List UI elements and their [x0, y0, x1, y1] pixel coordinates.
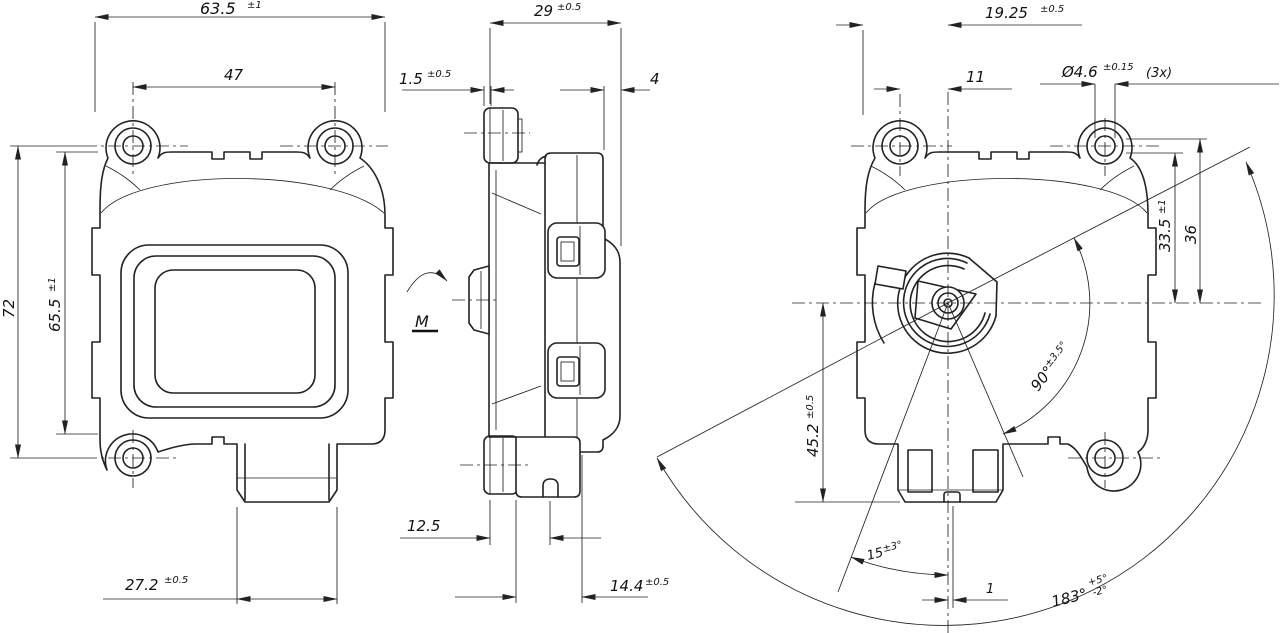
motor-label: M [415, 312, 429, 331]
rear-view: 19.25 ±0.5 11 Ø4.6 ±0.15 (3x) 33.5 ±1 [656, 4, 1279, 633]
dim-front-holes: 47 [132, 66, 336, 90]
rear-outline [856, 120, 1157, 503]
dim-rear-angle-lever-value: 15 [865, 545, 885, 564]
dim-front-width-value: 63.5 [200, 0, 236, 18]
dim-side-conn-value: 14.4 [610, 577, 643, 595]
front-recess-mid [133, 255, 336, 408]
dim-front-height-value: 72 [0, 299, 18, 318]
dim-rear-axis-bottom-value: 45.2 [804, 424, 822, 457]
dim-front-height: 72 [0, 145, 84, 459]
arc-15deg [850, 556, 949, 578]
rotation-arrow-icon [406, 269, 448, 293]
front-recess-inner [154, 269, 316, 394]
side-clip-bottom [547, 342, 606, 399]
dim-front-holes-value: 47 [224, 66, 244, 84]
dim-rear-axis-top-value: 33.5 [1156, 219, 1174, 252]
dim-front-conn-value: 27.2 [125, 576, 158, 594]
dim-front-width-tol: ±1 [247, 0, 262, 11]
dim-rear-hole-dia: Ø4.6 ±0.15 (3x) [1040, 62, 1279, 138]
dim-rear-flange-top: 36 [1126, 138, 1207, 304]
dim-side-lip: 1.5 ±0.5 [399, 69, 514, 106]
dim-rear-conn-offset: 1 [922, 506, 1008, 608]
dim-rear-axis-bottom: 45.2 ±0.5 [795, 302, 900, 503]
side-boss-top [483, 107, 519, 164]
dim-rear-edge-axis-tol: ±0.5 [1040, 4, 1064, 15]
front-view: 63.5 ±1 47 72 65.5 ±1 27.2 ±0.5 [0, 0, 394, 604]
rear-connector-tab [943, 491, 961, 503]
front-recess-outer [120, 244, 349, 419]
dim-rear-flange-top-value: 36 [1182, 225, 1200, 244]
side-connector-tab [542, 478, 559, 498]
side-break-lines [491, 192, 542, 405]
dim-front-body-value: 65.5 [46, 299, 64, 332]
dim-side-conn: 14.4 ±0.5 [455, 455, 669, 603]
dim-side-cover: 4 [560, 70, 660, 150]
side-view: M 29 ±0.5 1.5 ±0.5 4 12.5 [399, 2, 669, 603]
dim-rear-angle-lever: 15 ±3° [865, 539, 904, 564]
dim-side-conn-tol: ±0.5 [645, 577, 669, 588]
dim-side-depth-tol: ±0.5 [557, 2, 581, 13]
dim-rear-hole-dia-value: Ø4.6 [1061, 63, 1098, 81]
dim-rear-angle-lever-tol: ±3° [882, 539, 904, 554]
dim-rear-axis-top-tol: ±1 [1157, 199, 1168, 214]
dim-side-cover-value: 4 [650, 70, 660, 88]
dim-rear-hole-dia-tol: ±0.15 [1103, 62, 1134, 73]
front-fillet-left [105, 165, 141, 191]
side-clip-top [547, 222, 606, 279]
front-connector-walls [244, 443, 330, 501]
dim-rear-hole-axis-value: 11 [966, 68, 985, 86]
dim-rear-edge-axis-value: 19.25 [985, 4, 1028, 22]
front-dome-line [100, 178, 385, 214]
dim-rear-angle-total-tol-minus: -2° [1092, 584, 1109, 598]
dim-front-width: 63.5 ±1 [94, 0, 386, 112]
dim-rear-hole-axis: 11 [874, 68, 1012, 92]
side-centerlines [452, 132, 530, 466]
dim-side-lip-tol: ±0.5 [427, 69, 451, 80]
dim-rear-angle-total: 183° +5° -2° [1050, 573, 1109, 611]
arc-183deg [656, 161, 1275, 626]
dim-rear-angle-total-tol-plus: +5° [1087, 573, 1109, 588]
dim-front-body: 65.5 ±1 [46, 151, 98, 435]
dim-rear-axis-top: 33.5 ±1 [1126, 152, 1183, 304]
motor-rotation: M [406, 269, 448, 333]
dim-side-lip-value: 1.5 [399, 70, 423, 88]
dim-side-depth: 29 ±0.5 [489, 2, 622, 246]
dim-rear-hole-dia-note: (3x) [1146, 66, 1172, 81]
dim-front-conn: 27.2 ±0.5 [103, 507, 338, 604]
dim-rear-conn-offset-value: 1 [986, 582, 994, 597]
side-connector [515, 436, 581, 498]
side-body [544, 152, 621, 453]
dim-rear-edge-axis: 19.25 ±0.5 [836, 4, 1082, 115]
dim-side-depth-value: 29 [534, 2, 553, 20]
dim-front-body-tol: ±1 [47, 277, 58, 292]
front-fillet-right [329, 165, 365, 191]
dim-side-shaft-value: 12.5 [407, 517, 440, 535]
front-centerlines [84, 82, 388, 488]
side-boss-top-lines [489, 108, 504, 163]
dim-side-shaft: 12.5 [400, 500, 601, 545]
dim-rear-angle-total-value: 183° [1050, 585, 1089, 611]
dim-front-conn-tol: ±0.5 [164, 575, 188, 586]
side-boss-top-step [517, 118, 523, 153]
dim-rear-axis-bottom-tol: ±0.5 [805, 395, 816, 419]
rear-shaft-left-tab [874, 265, 907, 290]
